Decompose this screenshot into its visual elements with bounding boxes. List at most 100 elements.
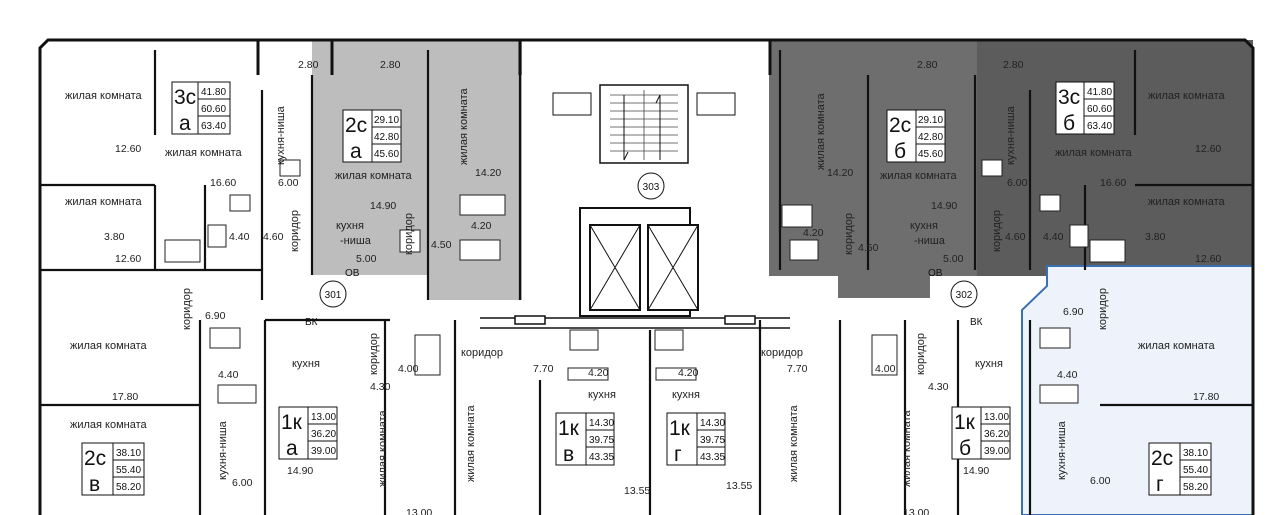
- svg-text:12.60: 12.60: [1195, 143, 1221, 155]
- svg-text:41.80: 41.80: [201, 87, 226, 98]
- svg-text:жилая комната: жилая комната: [377, 409, 389, 487]
- svg-text:58.20: 58.20: [1183, 482, 1208, 493]
- svg-text:39.00: 39.00: [311, 446, 336, 457]
- apartment-tag-2c-a[interactable]: 2с а 29.10 42.80 45.60: [342, 109, 402, 163]
- svg-text:45.60: 45.60: [374, 149, 399, 160]
- apartment-tag-1k-v[interactable]: 1к в 14.30 39.75 43.35: [555, 412, 615, 466]
- room-label: жилая комната: [335, 170, 413, 182]
- svg-text:6.90: 6.90: [205, 310, 226, 322]
- apartment-tag-1k-g[interactable]: 1к г 14.30 39.75 43.35: [666, 412, 726, 466]
- svg-text:4.00: 4.00: [875, 363, 896, 375]
- svg-text:3.80: 3.80: [104, 231, 125, 243]
- svg-text:6.00: 6.00: [278, 177, 299, 189]
- svg-text:302: 302: [956, 290, 973, 301]
- apartment-3c-b-shade[interactable]: [977, 40, 1253, 276]
- svg-text:кухня-ниша: кухня-ниша: [275, 105, 287, 165]
- svg-text:жилая комната: жилая комната: [815, 92, 827, 170]
- apartment-tag-1k-a[interactable]: 1к а 13.00 36.20 39.00: [278, 406, 338, 460]
- svg-text:14.20: 14.20: [475, 167, 501, 179]
- svg-text:г: г: [674, 443, 682, 466]
- svg-text:2.80: 2.80: [1003, 59, 1024, 71]
- svg-text:4.40: 4.40: [1043, 231, 1064, 243]
- svg-text:коридор: коридор: [1097, 288, 1109, 330]
- svg-text:2с: 2с: [889, 114, 911, 137]
- svg-text:301: 301: [325, 290, 342, 301]
- svg-text:4.60: 4.60: [1005, 231, 1026, 243]
- svg-text:коридор: коридор: [289, 210, 301, 252]
- svg-text:45.60: 45.60: [918, 149, 943, 160]
- svg-text:4.40: 4.40: [229, 231, 250, 243]
- svg-text:коридор: коридор: [843, 213, 855, 255]
- stair-number: 303: [643, 182, 660, 193]
- svg-text:4.40: 4.40: [218, 369, 239, 381]
- svg-text:36.20: 36.20: [311, 429, 336, 440]
- room-label: жилая комната: [1055, 147, 1133, 159]
- svg-text:7.70: 7.70: [787, 363, 808, 375]
- vertical-labels: кухня-ниша коридор жилая комната коридор…: [181, 87, 1109, 487]
- svg-text:14.90: 14.90: [963, 465, 989, 477]
- svg-text:3с: 3с: [174, 86, 196, 109]
- svg-text:14.90: 14.90: [370, 200, 396, 212]
- svg-text:13.55: 13.55: [726, 480, 752, 492]
- elevators: [579, 207, 699, 317]
- apartment-tag-2c-v[interactable]: 2с в 38.10 55.40 58.20: [81, 442, 145, 496]
- svg-text:16.60: 16.60: [210, 177, 236, 189]
- svg-text:жилая комната: жилая комната: [465, 404, 477, 482]
- room-label: кухня: [336, 220, 364, 232]
- svg-text:17.80: 17.80: [112, 391, 138, 403]
- svg-text:13.00: 13.00: [984, 412, 1009, 423]
- svg-text:б: б: [1063, 112, 1075, 135]
- svg-text:коридор: коридор: [181, 288, 193, 330]
- svg-text:6.00: 6.00: [1007, 177, 1028, 189]
- svg-text:2.80: 2.80: [380, 59, 401, 71]
- svg-text:63.40: 63.40: [201, 121, 226, 132]
- svg-text:6.90: 6.90: [1063, 306, 1084, 318]
- vk-mark-right: ВК: [970, 317, 983, 328]
- apartment-tag-3c-a[interactable]: 3с а 41.80 60.60 63.40: [171, 81, 231, 135]
- svg-text:13.00: 13.00: [406, 507, 432, 515]
- bathroom-fixtures: [164, 159, 1126, 404]
- svg-text:в: в: [563, 443, 574, 466]
- room-label: жилая комната: [70, 340, 148, 352]
- svg-text:29.10: 29.10: [374, 115, 399, 126]
- svg-text:в: в: [89, 473, 100, 496]
- svg-text:2с: 2с: [84, 447, 106, 470]
- room-label: кухня: [672, 389, 700, 401]
- svg-text:14.90: 14.90: [287, 465, 313, 477]
- apartment-tag-1k-b[interactable]: 1к б 13.00 36.20 39.00: [951, 406, 1011, 460]
- svg-text:42.80: 42.80: [918, 132, 943, 143]
- corridor-band: [480, 315, 790, 329]
- area-numbers: 2.80 2.80 2.80 2.80 12.60 12.60 16.60 16…: [104, 59, 1221, 515]
- circle-301: 301: [319, 280, 347, 308]
- room-label: коридор: [461, 347, 503, 359]
- svg-text:1к: 1к: [669, 417, 691, 440]
- svg-text:38.10: 38.10: [116, 448, 141, 459]
- svg-text:42.80: 42.80: [374, 132, 399, 143]
- svg-text:кухня-ниша: кухня-ниша: [1056, 420, 1068, 480]
- room-labels: жилая комната жилая комната жилая комнат…: [65, 90, 1226, 431]
- svg-text:жилая комната: жилая комната: [788, 404, 800, 482]
- room-label: жилая комната: [1138, 340, 1216, 352]
- apartment-tag-2c-g[interactable]: 2с г 38.10 55.40 58.20: [1148, 442, 1212, 496]
- svg-text:12.60: 12.60: [115, 143, 141, 155]
- svg-text:4.20: 4.20: [471, 220, 492, 232]
- svg-text:38.10: 38.10: [1183, 448, 1208, 459]
- svg-text:6.00: 6.00: [1090, 475, 1111, 487]
- svg-text:36.20: 36.20: [984, 429, 1009, 440]
- svg-text:41.80: 41.80: [1087, 87, 1112, 98]
- svg-text:4.60: 4.60: [263, 231, 284, 243]
- svg-text:6.00: 6.00: [232, 477, 253, 489]
- svg-text:г: г: [1156, 473, 1164, 496]
- svg-text:кухня-ниша: кухня-ниша: [217, 420, 229, 480]
- svg-text:5.00: 5.00: [356, 253, 377, 265]
- apartment-tag-3c-b[interactable]: 3с б 41.80 60.60 63.40: [1055, 81, 1115, 135]
- svg-text:16.60: 16.60: [1100, 177, 1126, 189]
- interior-walls-left: [40, 50, 762, 515]
- svg-text:2с: 2с: [1151, 447, 1173, 470]
- room-label: кухня: [975, 358, 1003, 370]
- svg-text:кухня-ниша: кухня-ниша: [1005, 105, 1017, 165]
- svg-text:55.40: 55.40: [1183, 465, 1208, 476]
- svg-text:17.80: 17.80: [1193, 391, 1219, 403]
- apartment-tag-2c-b[interactable]: 2с б 29.10 42.80 45.60: [886, 109, 946, 163]
